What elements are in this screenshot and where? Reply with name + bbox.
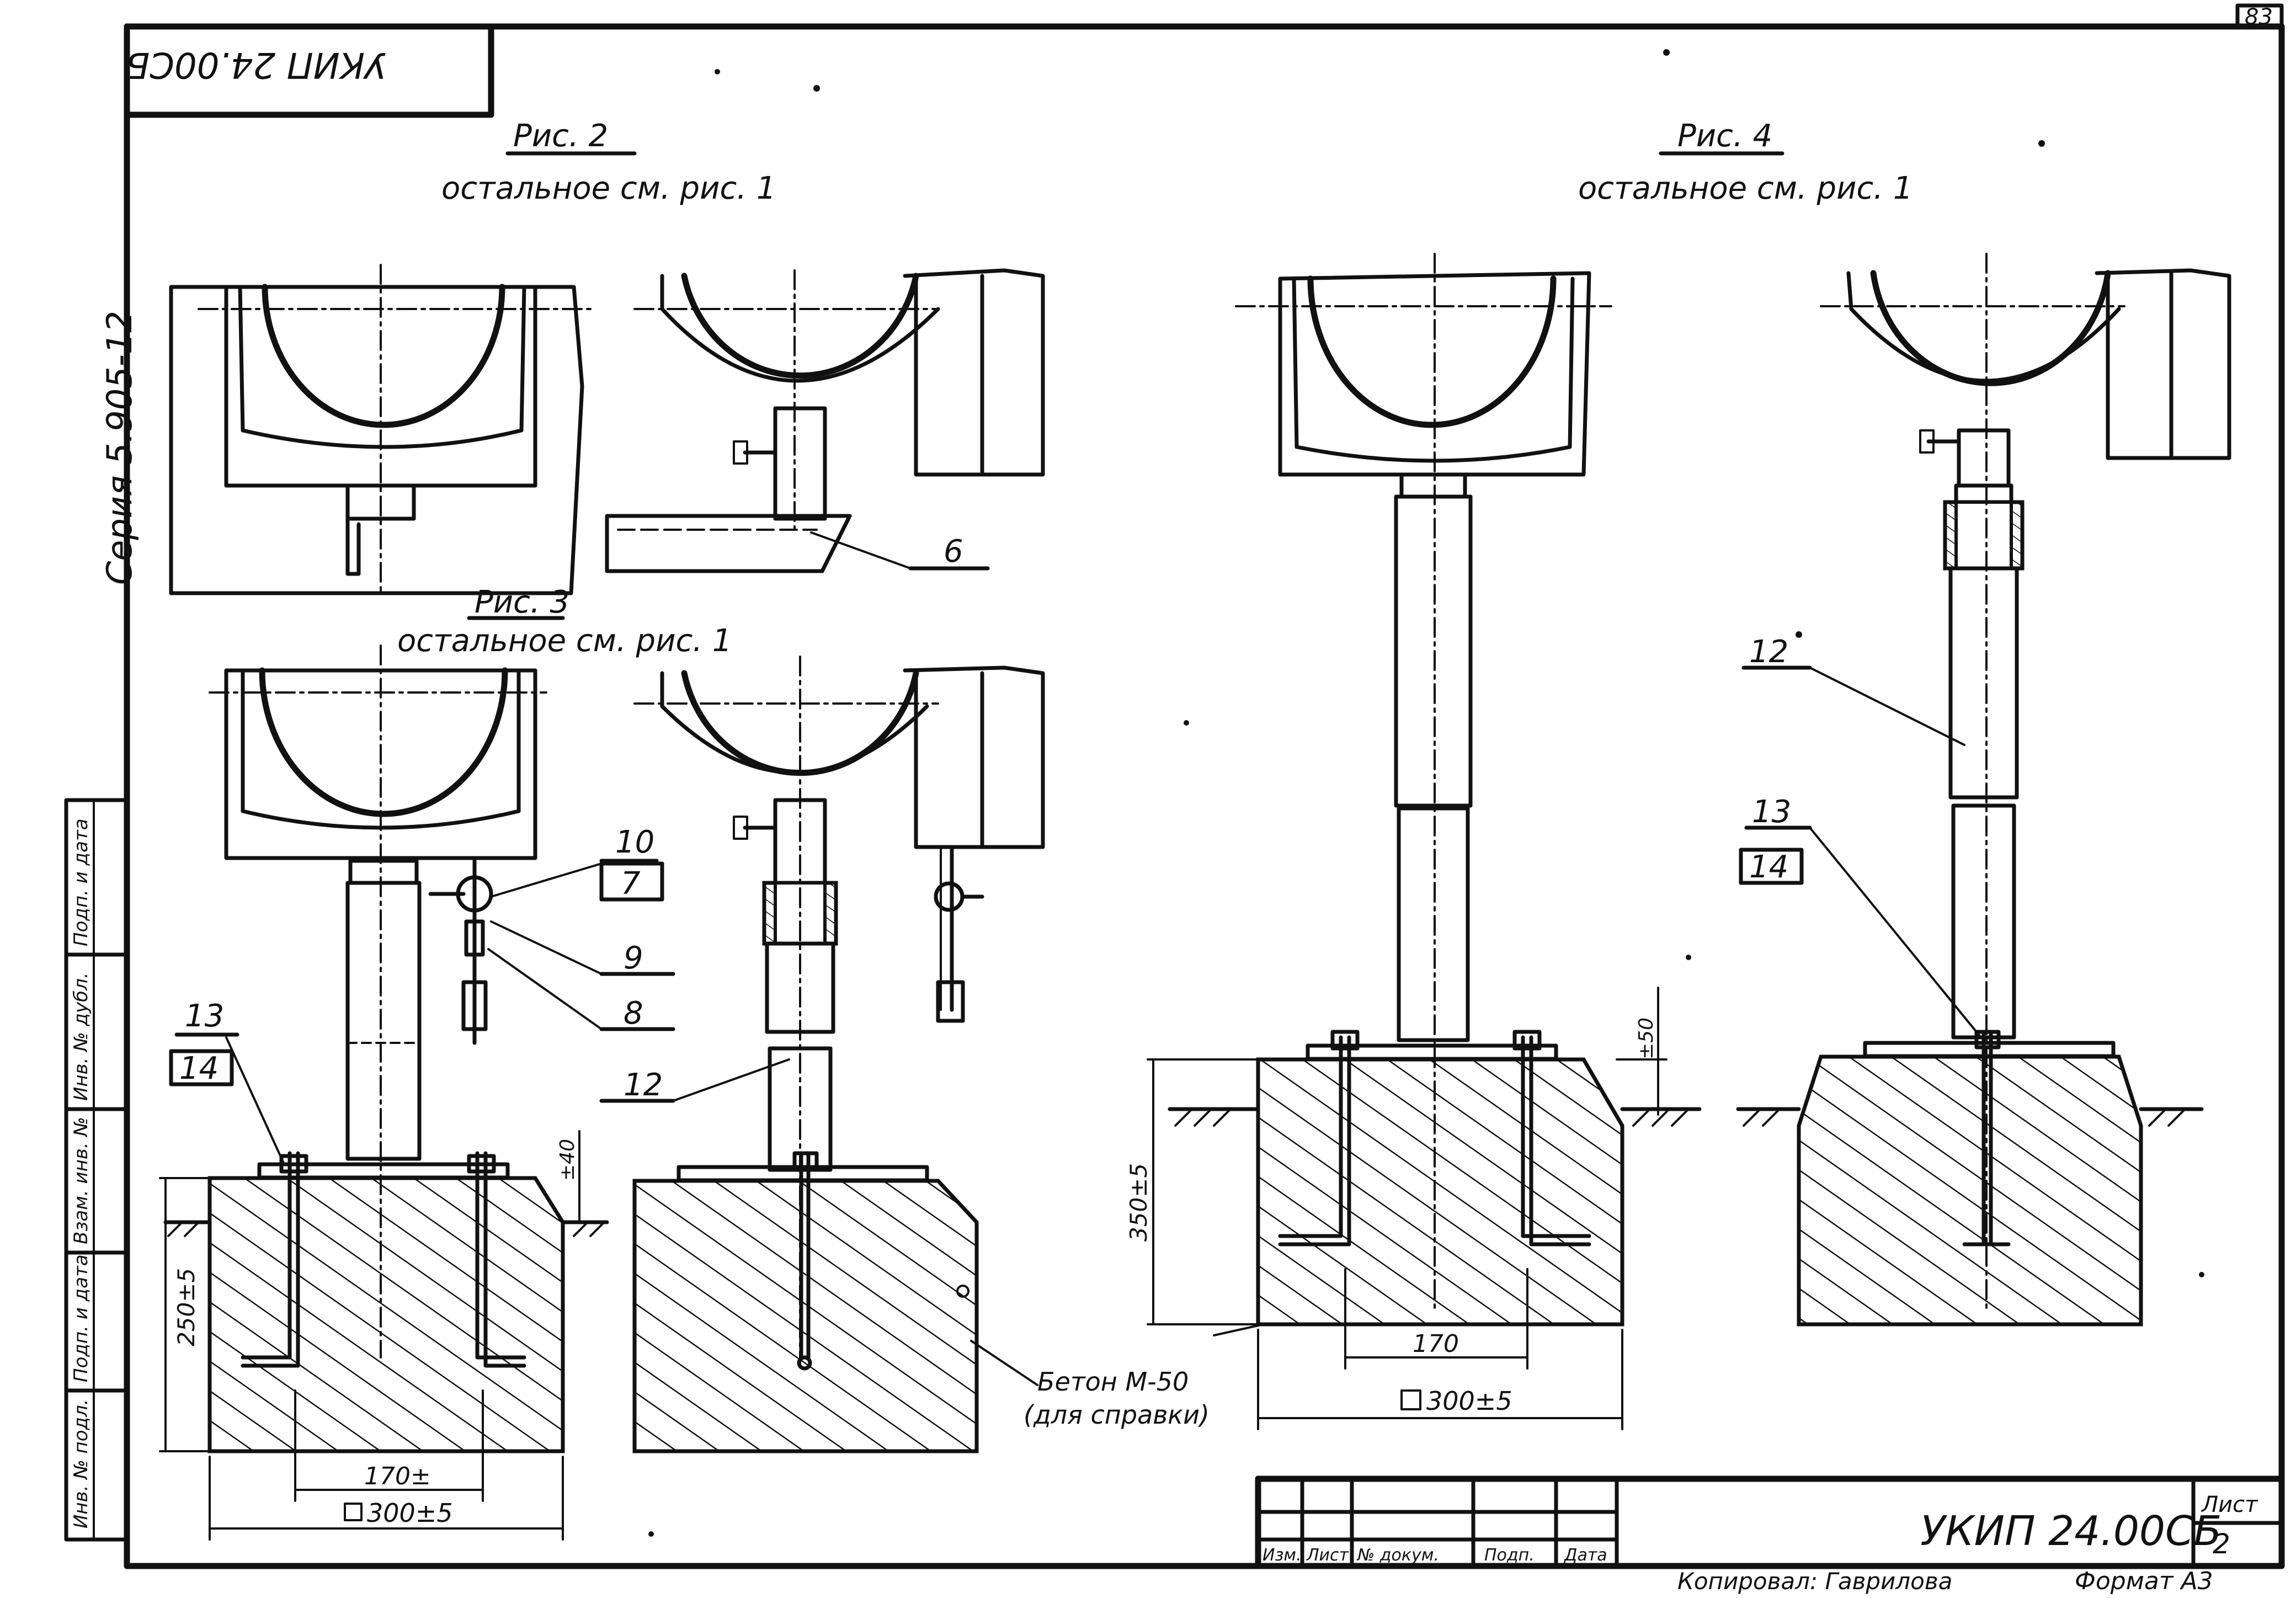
- fig3-title: Рис. 3: [475, 584, 569, 620]
- fig4-title: Рис. 4: [1677, 118, 1772, 154]
- stamp-cell-1: Инв. № подл.: [70, 1399, 92, 1528]
- callout-12-right: 12: [1749, 634, 1788, 670]
- callout-10: 10: [615, 824, 654, 860]
- figure-4: Рис. 4 остальное см. рис. 1 300±5: [1125, 118, 2231, 1430]
- drawing-frame: 83 УКИП 24.00СБ Серия 5.905-12: [99, 3, 2285, 1569]
- callout-13-left: 13: [185, 998, 224, 1034]
- fig4-dim-bolts: 170: [1413, 1330, 1459, 1358]
- fig2-title: Рис. 2: [513, 118, 608, 154]
- figure-3: Рис. 3 остальное см. рис. 1: [159, 584, 1210, 1541]
- callout-7: 7: [621, 866, 641, 902]
- tb-sheet-number: 2: [2213, 1528, 2230, 1560]
- side-stamp: Инв. № подл. Подп. и дата Взам. инв. № И…: [64, 798, 129, 1542]
- tb-header-izm: Изм.: [1262, 1546, 1302, 1565]
- callout-8: 8: [624, 995, 643, 1031]
- stamp-cell-5: Подп. и дата: [70, 818, 92, 946]
- stamp-cell-3: Взам. инв. №: [70, 1117, 92, 1244]
- callout-14-right: 14: [1749, 849, 1788, 885]
- concrete-note-line1: Бетон М-50: [1037, 1367, 1189, 1397]
- fig3-dim-depth: 250±5: [173, 1268, 200, 1346]
- tb-copied-by: Копировал: Гаврилова: [1677, 1568, 1952, 1595]
- fig3-dim-top: ±40: [556, 1139, 579, 1181]
- tb-header-list: Лист: [1306, 1546, 1350, 1565]
- series-label: Серия 5.905-12: [99, 311, 140, 585]
- tb-header-doc: № докум.: [1356, 1546, 1439, 1565]
- callout-13-right: 13: [1752, 794, 1791, 830]
- fig3-dim-base: 300±5: [367, 1498, 453, 1528]
- stamp-cell-4: Инв. № дубл.: [70, 972, 92, 1101]
- fig4-dim-depth: 350±5: [1125, 1163, 1152, 1242]
- concrete-note-line2: (для справки): [1024, 1400, 1210, 1430]
- callout-12-left: 12: [624, 1067, 663, 1103]
- fig3-dim-bolts: 170±: [364, 1462, 431, 1490]
- callout-9: 9: [624, 940, 643, 976]
- scan-specks: [648, 49, 2204, 1537]
- tb-header-date: Дата: [1563, 1546, 1607, 1565]
- fig3-note: остальное см. рис. 1: [397, 623, 732, 659]
- fig2-note: остальное см. рис. 1: [441, 171, 776, 206]
- tb-sheet-label: Лист: [2201, 1492, 2258, 1517]
- stamp-cell-2: Подп. и дата: [70, 1254, 92, 1382]
- tb-format: Формат А3: [2075, 1567, 2213, 1595]
- figure-2: Рис. 2 остальное см. рис. 1 6: [169, 118, 1045, 595]
- tb-doc-code: УКИП 24.00СБ: [1920, 1508, 2222, 1555]
- tb-header-sign: Подп.: [1484, 1546, 1535, 1565]
- fig4-note: остальное см. рис. 1: [1578, 171, 1913, 206]
- title-block: Изм. Лист № докум. Подп. Дата УКИП 24.00…: [1255, 1476, 2285, 1595]
- fig4-dim-base: 300±5: [1426, 1386, 1512, 1416]
- callout-6: 6: [944, 534, 963, 569]
- fig4-dim-top: ±50: [1635, 1018, 1658, 1059]
- page-number: 83: [2245, 4, 2273, 30]
- callout-14-left: 14: [179, 1051, 219, 1086]
- corner-doc-code: УКИП 24.00СБ: [125, 44, 386, 85]
